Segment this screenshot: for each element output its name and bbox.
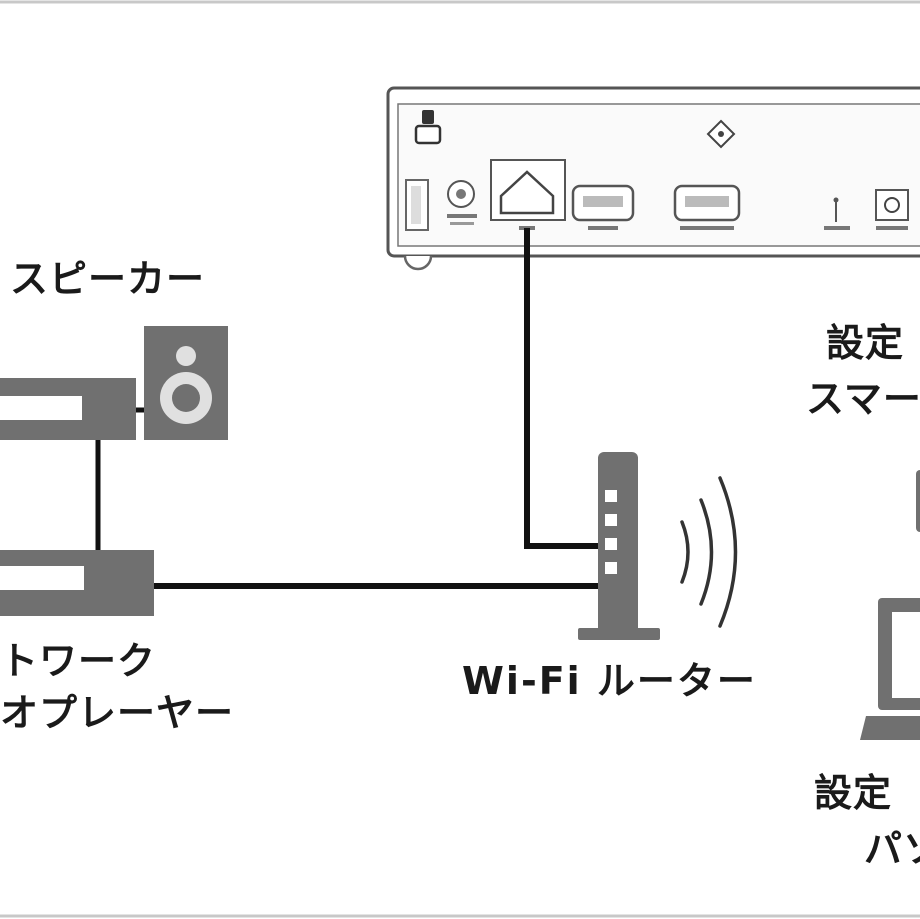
wifi-signal-icon [680,476,738,628]
antenna-jack-icon [824,197,850,230]
pc-label-line1: 設定 [814,771,893,815]
device-rear-panel [386,86,920,271]
network-player-label-line2: オプレーヤー [0,691,235,735]
usb-port-2 [673,184,741,230]
button-port [447,180,477,225]
dc-jack [875,189,909,230]
network-player-icon [0,550,154,616]
diamond-icon [706,119,736,149]
speaker-label: スピーカー [10,257,206,301]
device-router-cable [524,228,604,549]
router-label: Wi-Fi ルーター [462,659,757,703]
network-player-label-line1: トワーク [0,639,157,683]
router-icon [578,452,660,640]
pc-label-line2: パソ [864,827,920,871]
smartphone-label-line2: スマー [806,377,920,421]
laptop-icon [860,598,920,740]
speaker-icon [144,326,228,440]
amplifier-icon [0,378,144,440]
smartphone-label-line1: 設定 [826,321,905,365]
usb-port-1 [571,184,635,230]
lock-icon [414,110,442,145]
lan-port [490,159,566,230]
smartphone-icon [916,470,920,532]
